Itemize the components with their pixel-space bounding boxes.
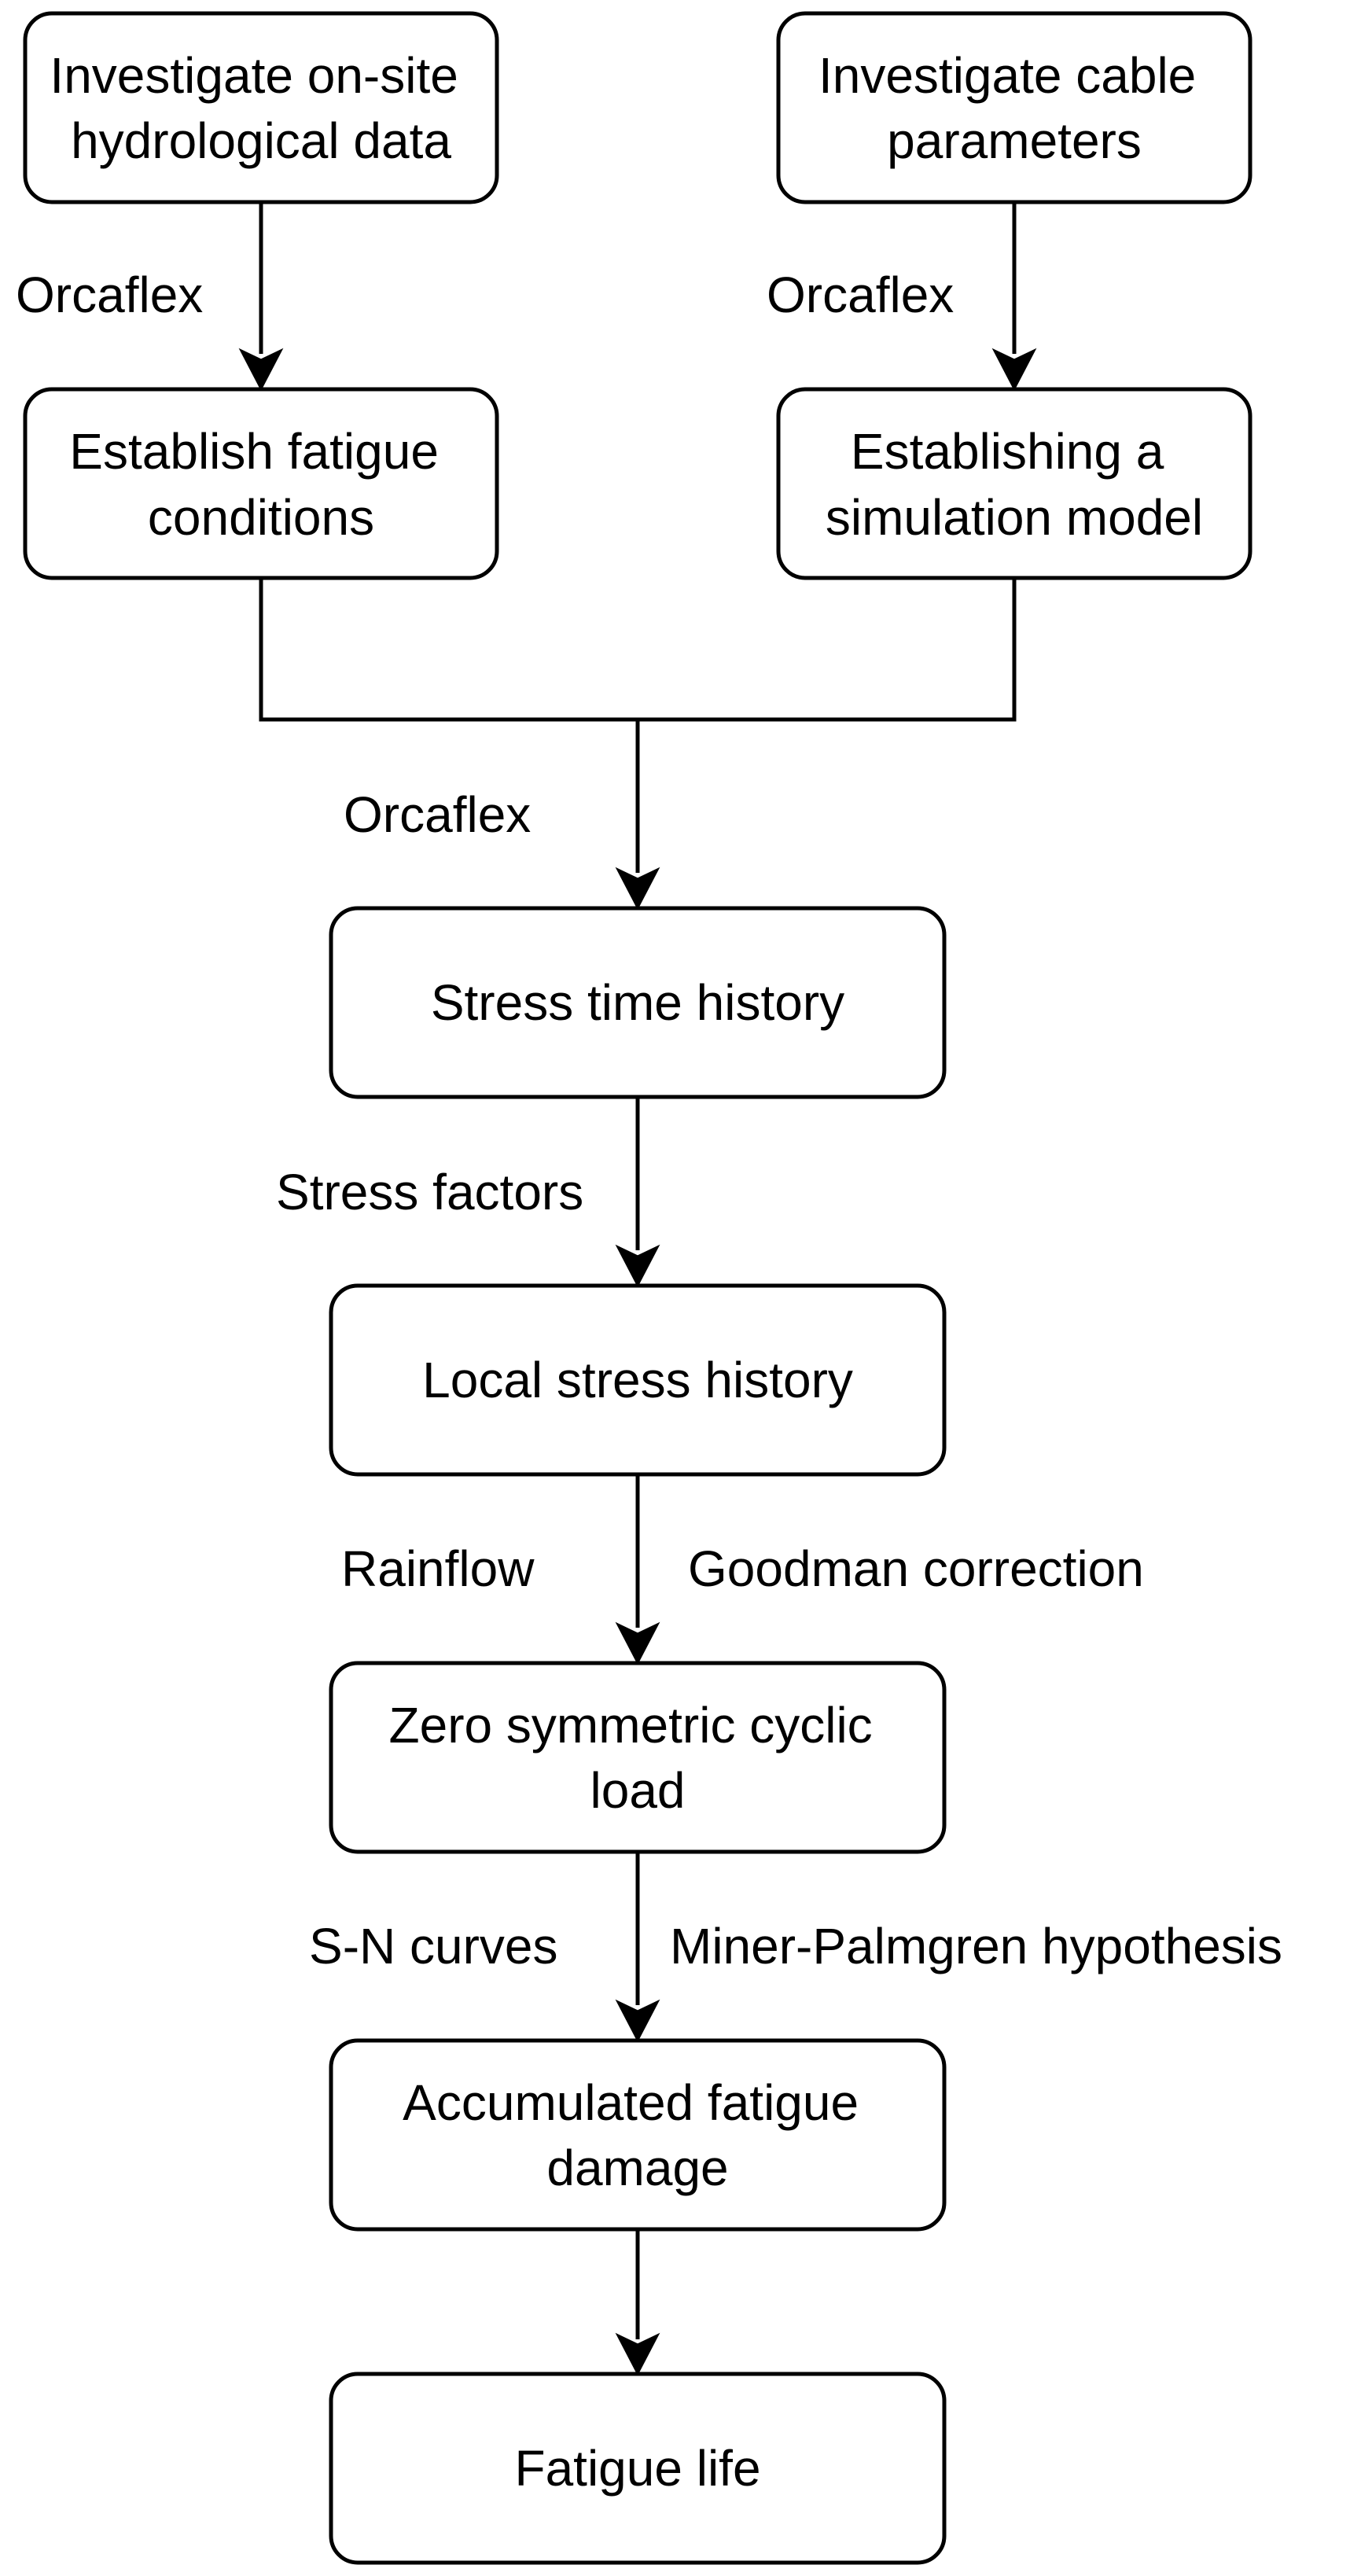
edge-label-goodman-correction: Goodman correction (688, 1540, 1144, 1597)
node-stress-time-history-line-1: Stress time history (431, 974, 844, 1031)
node-zero-symmetric-load-line-1: Zero symmetric cyclic (389, 1697, 873, 1754)
node-zero-symmetric-load: Zero symmetric cyclic load (329, 1661, 947, 1854)
node-fatigue-life-line-1: Fatigue life (514, 2440, 760, 2497)
node-simulation-model: Establishing a simulation model (776, 387, 1252, 580)
edge-label-orcaflex-right: Orcaflex (767, 267, 954, 323)
edge-label-sn-curves: S-N curves (309, 1918, 558, 1974)
arrowhead-merge-to-stress-time-history (615, 867, 660, 911)
edge-label-orcaflex-left: Orcaflex (16, 267, 203, 323)
node-zero-symmetric-load-line-2: load (590, 1762, 686, 1819)
arrowhead-cable-to-simulation-model (991, 348, 1037, 392)
svg-text:Establishing a simulatio: Establishing a simulation model (826, 423, 1203, 546)
node-cable-parameters-line-1: Investigate cable (818, 47, 1196, 104)
node-hydrological-data-line-1: Investigate on-site (50, 47, 458, 104)
arrowhead-hydro-to-fatigue-conditions (238, 348, 284, 392)
node-accumulated-damage-line-1: Accumulated fatigue (403, 2074, 859, 2131)
connectors (238, 202, 1037, 2376)
node-fatigue-conditions-line-2: conditions (148, 489, 374, 546)
svg-text:Investigate cable parame: Investigate cable parameters (818, 47, 1210, 169)
node-accumulated-damage: Accumulated fatigue damage (329, 2038, 947, 2232)
node-accumulated-damage-line-2: damage (546, 2140, 728, 2196)
svg-text:Investigate on-site hydr: Investigate on-site hydrological data (50, 47, 472, 169)
arrowhead-local-to-zero-load (615, 1621, 660, 1665)
svg-text:Fatigue life: Fatigue life (514, 2440, 760, 2497)
svg-text:Zero symmetric cyclic lo: Zero symmetric cyclic load (389, 1697, 887, 1819)
node-hydrological-data: Investigate on-site hydrological data (23, 11, 499, 204)
edge-label-miner-palmgren: Miner-Palmgren hypothesis (670, 1918, 1282, 1974)
node-simulation-model-line-2: simulation model (826, 489, 1203, 546)
svg-text:Local stress history: Local stress history (422, 1352, 853, 1408)
node-cable-parameters: Investigate cable parameters (776, 11, 1252, 204)
node-simulation-model-line-1: Establishing a (851, 423, 1164, 480)
edge-label-orcaflex-center: Orcaflex (344, 786, 531, 843)
node-fatigue-conditions: Establish fatigue conditions (23, 387, 499, 580)
node-hydrological-data-line-2: hydrological data (71, 112, 451, 169)
edge-label-rainflow: Rainflow (341, 1540, 535, 1597)
arrowhead-damage-to-life (615, 2332, 660, 2376)
node-stress-time-history: Stress time history (329, 906, 947, 1099)
node-fatigue-conditions-line-1: Establish fatigue (69, 423, 439, 480)
node-fatigue-life: Fatigue life (329, 2372, 947, 2565)
node-local-stress-history: Local stress history (329, 1283, 947, 1477)
svg-text:Establish fatigue condit: Establish fatigue conditions (69, 423, 452, 546)
edge-label-stress-factors: Stress factors (276, 1164, 583, 1220)
connector-merge-branches (259, 578, 1017, 722)
node-cable-parameters-line-2: parameters (887, 112, 1142, 169)
svg-text:Stress time history: Stress time history (431, 974, 844, 1031)
node-local-stress-history-line-1: Local stress history (422, 1352, 853, 1408)
svg-text:Accumulated fatigue dama: Accumulated fatigue damage (403, 2074, 873, 2196)
arrowhead-zero-load-to-damage (615, 1999, 660, 2043)
arrowhead-stress-to-local (615, 1244, 660, 1288)
